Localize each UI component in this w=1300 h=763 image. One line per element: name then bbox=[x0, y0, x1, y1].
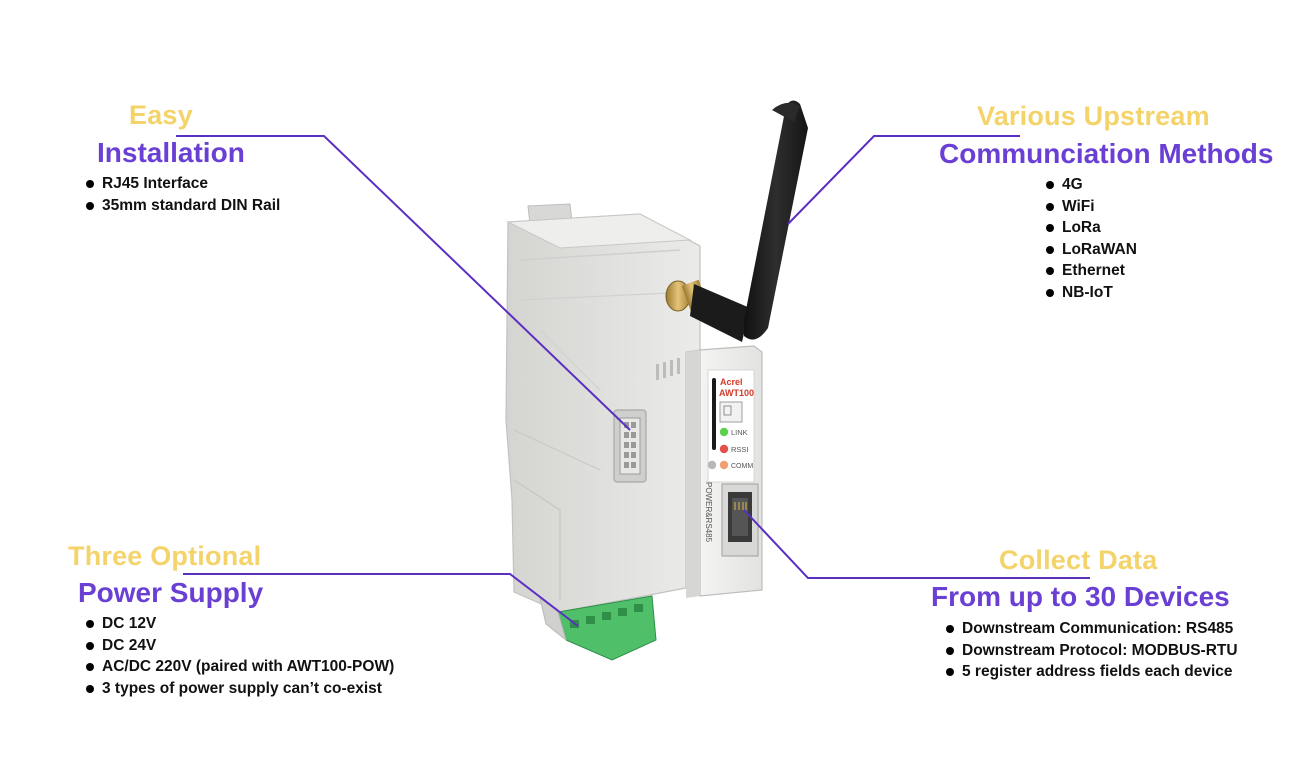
list-item: WiFi bbox=[1046, 196, 1137, 218]
rj45-port bbox=[721, 483, 759, 557]
leader-upstream bbox=[787, 135, 1020, 225]
brand-label: Acrel bbox=[720, 377, 743, 387]
led-comm bbox=[719, 460, 729, 470]
list-item: 35mm standard DIN Rail bbox=[86, 195, 280, 217]
model-label: AWT100 bbox=[719, 388, 754, 398]
device-top-cap bbox=[506, 213, 692, 249]
list-item: DC 12V bbox=[86, 613, 394, 635]
list-item: DC 24V bbox=[86, 635, 394, 657]
leader-lines bbox=[176, 135, 1090, 627]
leader-installation bbox=[176, 135, 631, 431]
power-title-line2: Power Supply bbox=[78, 577, 264, 608]
upstream-title-line2: Communciation Methods bbox=[939, 138, 1274, 169]
vent-slots bbox=[656, 358, 680, 380]
upstream-title-line1: Various Upstream bbox=[977, 101, 1210, 131]
list-item: Downstream Communication: RS485 bbox=[946, 618, 1238, 640]
collect-title-line2: From up to 30 Devices bbox=[931, 581, 1230, 612]
power-list: DC 12V DC 24V AC/DC 220V (paired with AW… bbox=[86, 613, 394, 699]
installation-title-line1: Easy bbox=[129, 100, 193, 130]
svg-text:COMM: COMM bbox=[731, 463, 753, 470]
led-rssi bbox=[719, 444, 729, 454]
svg-text:LINK: LINK bbox=[731, 428, 748, 437]
list-item: AC/DC 220V (paired with AWT100-POW) bbox=[86, 656, 394, 678]
collect-list: Downstream Communication: RS485 Downstre… bbox=[946, 618, 1238, 683]
upstream-list: 4G WiFi LoRa LoRaWAN Ethernet NB-IoT bbox=[1046, 174, 1137, 303]
side-pin-header bbox=[613, 409, 647, 483]
port-label: POWER&RS485 bbox=[704, 482, 713, 543]
list-item: NB-IoT bbox=[1046, 282, 1137, 304]
list-item: Ethernet bbox=[1046, 260, 1137, 282]
list-item: 5 register address fields each device bbox=[946, 661, 1238, 683]
list-item: 3 types of power supply can’t co-exist bbox=[86, 678, 394, 700]
list-item: RJ45 Interface bbox=[86, 173, 280, 195]
leader-power bbox=[183, 573, 579, 627]
list-item: 4G bbox=[1046, 174, 1137, 196]
terminal-block bbox=[539, 595, 657, 661]
led-power bbox=[707, 460, 717, 470]
power-title-line1: Three Optional bbox=[68, 541, 262, 571]
leader-collect bbox=[743, 509, 1090, 579]
svg-text:RSSI: RSSI bbox=[731, 445, 749, 454]
antenna bbox=[665, 100, 808, 342]
device-housing-side bbox=[505, 213, 701, 613]
list-item: Downstream Protocol: MODBUS-RTU bbox=[946, 640, 1238, 662]
installation-list: RJ45 Interface 35mm standard DIN Rail bbox=[86, 173, 280, 216]
installation-title-line2: Installation bbox=[97, 137, 245, 168]
led-link bbox=[719, 427, 729, 437]
list-item: LoRa bbox=[1046, 217, 1137, 239]
collect-title-line1: Collect Data bbox=[999, 545, 1158, 575]
list-item: LoRaWAN bbox=[1046, 239, 1137, 261]
